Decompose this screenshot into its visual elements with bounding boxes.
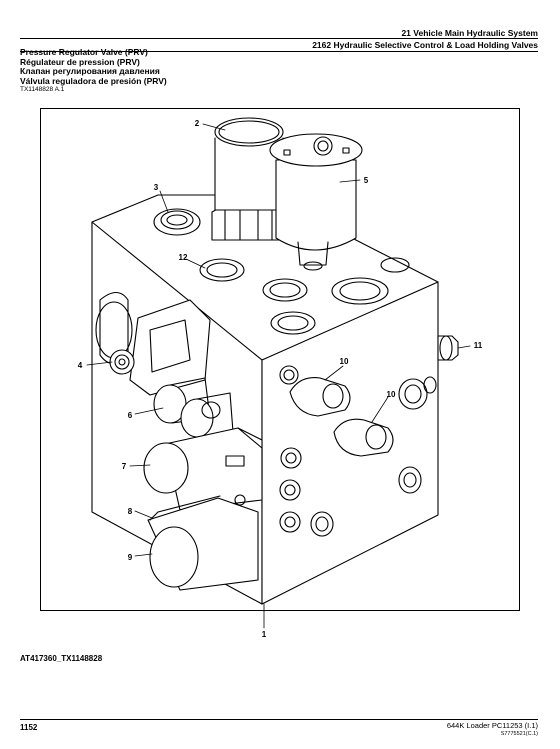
header-section-title: 21 Vehicle Main Hydraulic System [401,28,538,38]
solenoid-item-5 [269,133,363,271]
figure-title-block: Pressure Regulator Valve (PRV) Régulateu… [20,47,167,86]
plug-item-3 [153,208,201,236]
title-english: Pressure Regulator Valve (PRV) [20,47,148,57]
callout-6: 6 [128,411,133,420]
callout-9: 9 [128,553,133,562]
title-russian: Клапан регулирования давления [20,66,160,77]
connector-item-4 [95,291,211,396]
footer-id: S7775521(C.1) [500,731,538,737]
coil-item-7 [143,427,263,511]
pressure-regulator-cartridge-item-2 [211,117,286,241]
footer-document-info: 644K Loader PC11253 (I.1) [446,721,538,730]
title-spanish: Válvula reguladora de presión (PRV) [20,75,167,86]
callout-7: 7 [122,462,127,471]
header-divider [20,38,538,39]
coil-item-9 [147,494,259,591]
right-face-ports [279,365,437,537]
header-subsection-title: 2162 Hydraulic Selective Control & Load … [312,40,538,50]
title-french: Régulateur de pression (PRV) [20,56,140,67]
plug-item-6 [153,377,234,438]
leader-lines [86,123,471,629]
callout-3: 3 [154,183,159,192]
top-face-ports [199,257,410,335]
footer-divider [20,719,538,720]
fittings-item-10 [289,377,394,457]
callout-10-upper: 10 [340,357,349,366]
fitting-item-11 [437,335,459,361]
callout-5: 5 [364,176,369,185]
callout-8: 8 [128,507,133,516]
callout-2: 2 [195,119,200,128]
figure-reference: TX1148828 A.1 [20,86,65,93]
figure-caption: AT417360_TX1148828 [20,654,103,663]
header-divider-bottom [20,51,538,52]
callout-1: 1 [262,630,267,639]
callout-10-lower: 10 [387,390,396,399]
callout-labels: 1 2 3 4 5 6 7 8 9 10 10 11 12 [78,119,483,639]
page-number: 1152 [20,723,38,732]
callout-12: 12 [179,253,188,262]
callout-11: 11 [474,341,483,350]
callout-4: 4 [78,361,83,370]
illustration-frame [40,108,520,611]
